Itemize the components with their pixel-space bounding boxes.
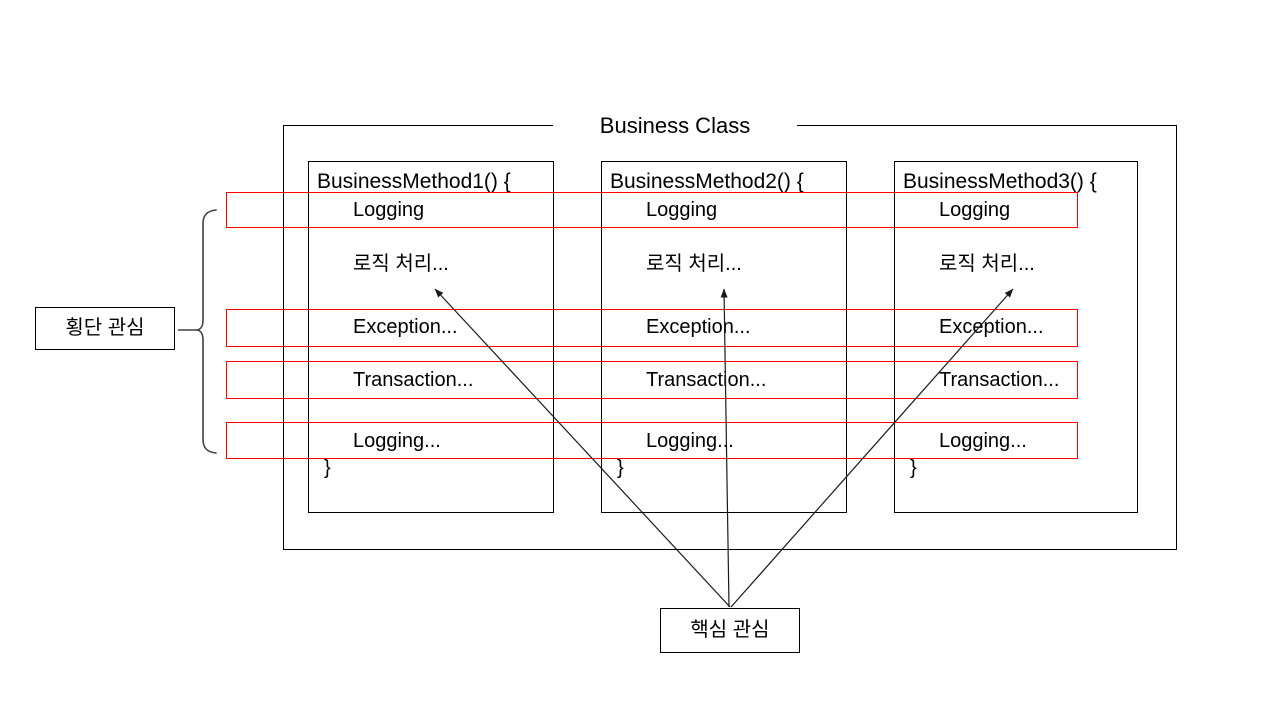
business-class-title: Business Class <box>553 112 797 139</box>
highlight-bar-exception <box>226 309 1078 347</box>
method-2-logging-row: Logging <box>646 199 718 221</box>
highlight-bar-logging-top <box>226 192 1078 228</box>
method-2-logic-row: 로직 처리... <box>646 253 742 275</box>
method-3-header: BusinessMethod3() { <box>903 170 1097 193</box>
method-1-close-brace: } <box>324 457 331 479</box>
highlight-bar-transaction <box>226 361 1078 399</box>
method-2-header: BusinessMethod2() { <box>610 170 804 193</box>
method-1-header: BusinessMethod1() { <box>317 170 511 193</box>
method-1-logic-row: 로직 처리... <box>353 253 449 275</box>
method-1-exception-row: Exception... <box>353 316 458 338</box>
method-3-logging-row: Logging <box>939 199 1011 221</box>
cross-cutting-label: 횡단 관심 <box>65 317 145 339</box>
method-1-logging-row: Logging <box>353 199 425 221</box>
core-concern-label: 핵심 관심 <box>690 619 770 641</box>
core-concern-label-box: 핵심 관심 <box>660 608 800 653</box>
method-3-close-brace: } <box>910 457 917 479</box>
method-3-logic-row: 로직 처리... <box>939 253 1035 275</box>
cross-cutting-brace <box>194 209 217 454</box>
method-1-logging2-row: Logging... <box>353 430 441 452</box>
method-2-close-brace: } <box>617 457 624 479</box>
cross-cutting-label-box: 횡단 관심 <box>35 307 175 350</box>
business-method-3-box: BusinessMethod3() { Logging 로직 처리... Exc… <box>894 161 1138 513</box>
highlight-bar-logging-bottom <box>226 422 1078 459</box>
